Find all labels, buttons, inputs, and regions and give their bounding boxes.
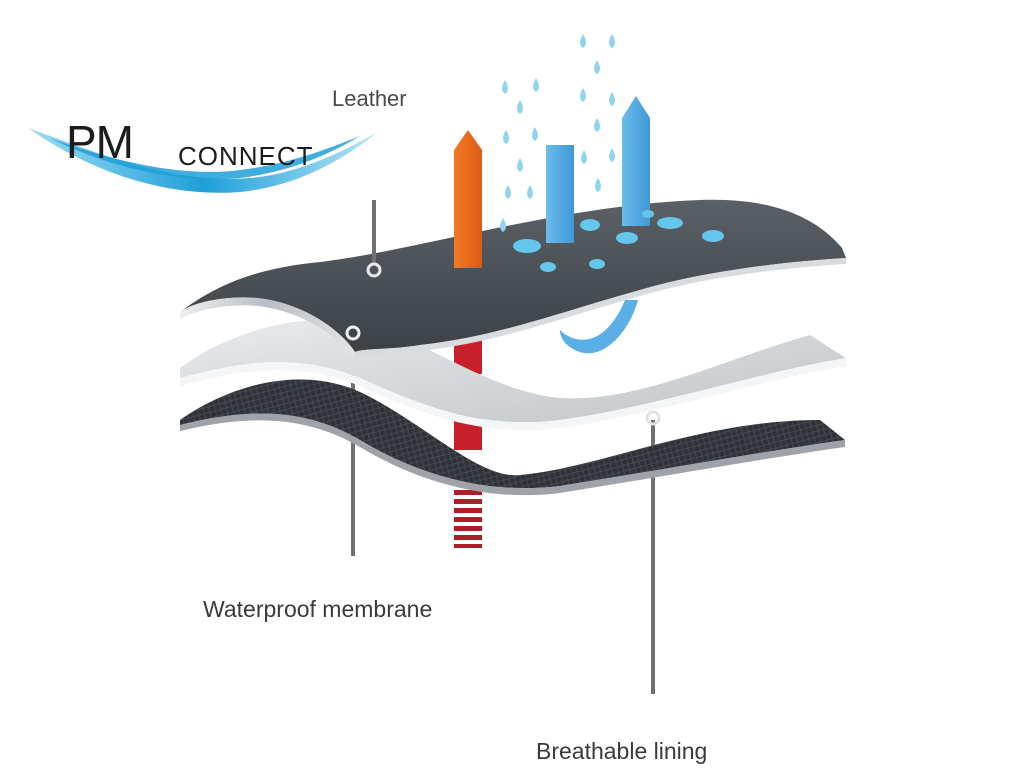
leather-leader	[366, 200, 382, 278]
vapor-arrows	[546, 96, 650, 243]
breathable-lining-layer	[180, 379, 845, 496]
lining-leader-dot	[645, 410, 661, 426]
surface-droplets	[513, 210, 724, 272]
vapor-bar	[546, 145, 574, 243]
pm-connect-logo-swoosh	[28, 128, 378, 193]
leather-layer	[180, 199, 846, 360]
vapor-ribbon	[560, 300, 638, 354]
leather-leader-dot	[366, 262, 382, 278]
label-leather: Leather	[332, 86, 407, 111]
rain-drops	[500, 34, 615, 232]
label-waterproof-membrane: Waterproof membrane	[203, 596, 433, 622]
label-breathable-lining: Breathable lining	[536, 738, 708, 764]
heat-arrow	[454, 130, 482, 268]
membrane-leader-dot	[345, 325, 361, 341]
vapor-arrow-up	[622, 96, 650, 226]
